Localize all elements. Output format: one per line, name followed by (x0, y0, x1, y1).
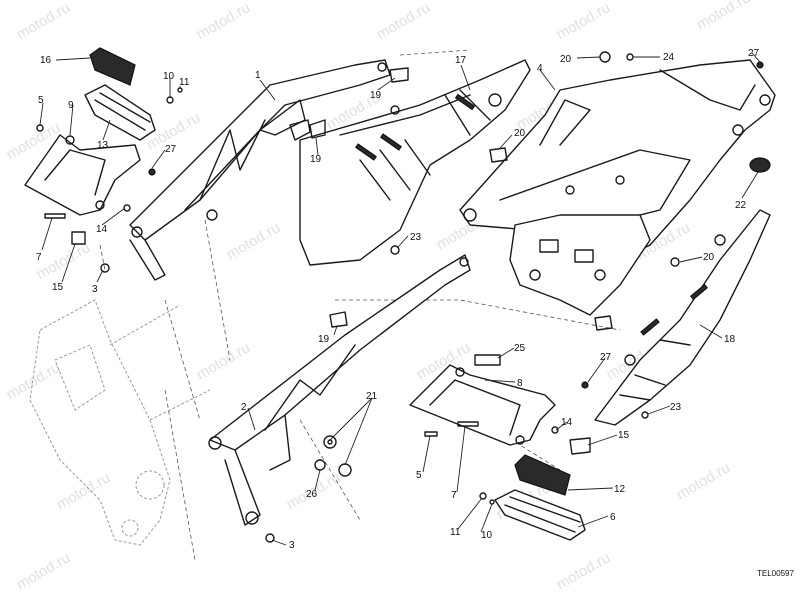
callout-3: 3 (289, 540, 295, 551)
callout-21: 21 (366, 391, 378, 402)
right-footpeg-rubber (514, 454, 571, 496)
callout-11: 11 (179, 77, 190, 88)
callout-26: 26 (306, 489, 318, 500)
callout-1: 1 (255, 70, 261, 81)
hardware-fasteners (36, 51, 771, 543)
callout-27: 27 (165, 144, 177, 155)
callout-8: 8 (517, 378, 523, 389)
watermark: motod.ru (694, 0, 754, 33)
callout-6: 6 (610, 512, 616, 523)
right-subframe-rail (208, 254, 471, 526)
callout-5: 5 (38, 95, 44, 106)
right-footpeg (494, 489, 586, 541)
callout-24: 24 (663, 52, 675, 63)
callout-4: 4 (537, 63, 543, 74)
callout-17: 17 (455, 55, 467, 66)
watermark: motod.ru (14, 0, 74, 43)
callout-14: 14 (561, 417, 573, 428)
watermark: motod.ru (374, 0, 434, 43)
callout-5: 5 (416, 470, 422, 481)
callout-11: 11 (450, 527, 461, 538)
callout-15: 15 (618, 430, 630, 441)
callout-23: 23 (410, 232, 422, 243)
callout-13: 13 (97, 140, 109, 151)
callout-10: 10 (481, 530, 493, 541)
left-subframe-rail (129, 59, 391, 281)
callout-19: 19 (310, 154, 322, 165)
rear-lower-bracket (594, 209, 771, 426)
watermark: motod.ru (554, 0, 614, 43)
watermark: motod.ru (224, 219, 284, 263)
callout-27: 27 (748, 48, 760, 59)
callout-14: 14 (96, 224, 108, 235)
callout-19: 19 (370, 90, 382, 101)
callout-3: 3 (92, 284, 98, 295)
callout-19: 19 (318, 334, 330, 345)
callout-2: 2 (241, 402, 247, 413)
watermark: motod.ru (554, 549, 614, 593)
callout-12: 12 (614, 484, 626, 495)
callout-16: 16 (40, 55, 52, 66)
watermark: motod.ru (14, 549, 74, 593)
callout-labels: 16 10 11 5 9 13 27 14 7 15 3 1 19 19 17 … (36, 48, 760, 551)
watermark: motod.ru (194, 0, 254, 43)
callout-7: 7 (451, 490, 457, 501)
callout-23: 23 (670, 402, 682, 413)
callout-9: 9 (68, 100, 74, 111)
callout-7: 7 (36, 252, 42, 263)
callout-18: 18 (724, 334, 736, 345)
callout-20: 20 (560, 54, 572, 65)
watermark: motod.ru (54, 469, 114, 513)
callout-27: 27 (600, 352, 612, 363)
callout-20: 20 (703, 252, 715, 263)
left-footpeg (84, 84, 156, 141)
left-footpeg-rubber (89, 47, 136, 86)
watermark: motod.ru (194, 339, 254, 383)
main-frame-ghost (29, 299, 211, 546)
callout-20: 20 (514, 128, 526, 139)
left-footpeg-bracket (24, 134, 141, 216)
callout-15: 15 (52, 282, 64, 293)
rear-mounting-bracket (509, 175, 651, 316)
under-seat-tray (299, 59, 531, 266)
watermark: motod.ru (4, 359, 64, 403)
right-footpeg-bracket (409, 364, 556, 446)
callout-25: 25 (514, 343, 526, 354)
drawing-reference-code: TEL00597 (757, 569, 794, 578)
callout-10: 10 (163, 71, 175, 82)
watermark: motod.ru (674, 459, 734, 503)
callout-22: 22 (735, 200, 747, 211)
callout-leaders (39, 52, 761, 546)
